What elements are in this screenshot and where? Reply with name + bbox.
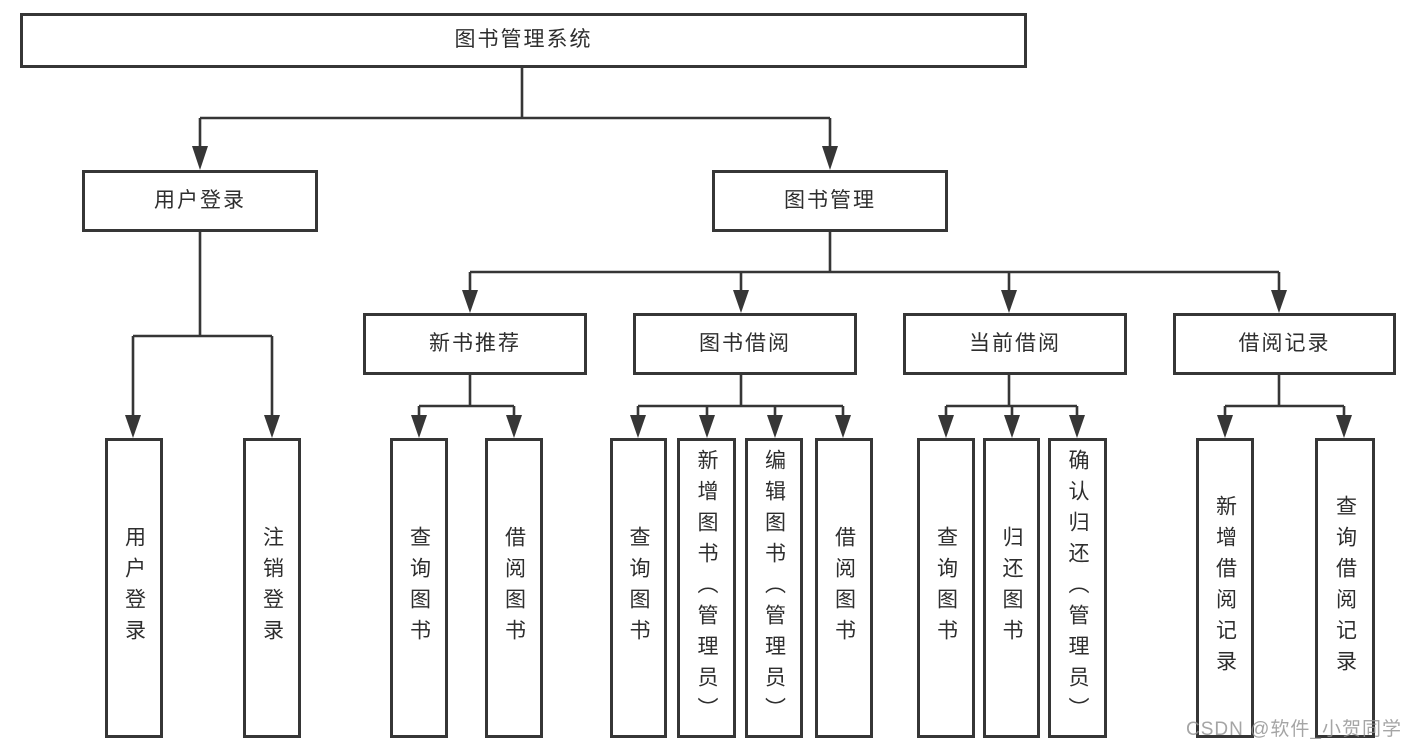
connector-path	[131, 68, 1346, 420]
node-label: 查询图书	[407, 526, 431, 650]
leaf-query-books-recommend: 查询图书	[390, 438, 448, 738]
node-label: 查询图书	[627, 526, 650, 650]
leaf-query-borrow-record: 查询借阅记录	[1315, 438, 1375, 738]
node-label: 图书借阅	[699, 331, 791, 355]
node-label: 图书管理	[784, 188, 876, 212]
node-library-system: 图书管理系统	[20, 13, 1027, 68]
leaf-logout: 注销登录	[243, 438, 301, 738]
node-label: 归还图书	[1000, 526, 1023, 650]
csdn-watermark: CSDN @软件_小贺同学	[1186, 719, 1402, 740]
leaf-borrow-books: 借阅图书	[815, 438, 873, 738]
node-label: 图书管理系统	[454, 28, 593, 52]
node-label: 借阅图书	[832, 526, 856, 650]
node-label: 用户登录	[122, 526, 146, 650]
node-borrowing-records: 借阅记录	[1173, 313, 1396, 375]
node-label: 借阅记录	[1238, 331, 1331, 355]
leaf-user-login: 用户登录	[105, 438, 163, 738]
leaf-return-book: 归还图书	[983, 438, 1040, 738]
node-label: 注销登录	[260, 526, 284, 650]
node-label: 用户登录	[154, 188, 246, 212]
node-label: 查询借阅记录	[1333, 495, 1357, 681]
leaf-edit-book-admin: 编辑图书（管理员）	[745, 438, 803, 738]
leaf-confirm-return-admin: 确认归还（管理员）	[1048, 438, 1107, 738]
node-label: 新书推荐	[429, 331, 521, 355]
node-label: 查询图书	[934, 526, 958, 650]
arrowheads	[125, 146, 1352, 438]
leaf-add-book-admin: 新增图书（管理员）	[677, 438, 736, 738]
leaf-borrow-books-recommend: 借阅图书	[485, 438, 543, 738]
node-label: 编辑图书（管理员）	[762, 448, 786, 728]
node-label: 新增图书（管理员）	[695, 448, 718, 728]
node-current-borrowing: 当前借阅	[903, 313, 1127, 375]
node-book-borrowing: 图书借阅	[633, 313, 857, 375]
node-user-login: 用户登录	[82, 170, 318, 232]
leaf-query-books-borrowing: 查询图书	[610, 438, 667, 738]
node-label: 借阅图书	[502, 526, 526, 650]
node-label: 确认归还（管理员）	[1066, 448, 1089, 728]
node-label: 当前借阅	[969, 331, 1061, 355]
leaf-add-borrow-record: 新增借阅记录	[1196, 438, 1254, 738]
node-new-book-recommendation: 新书推荐	[363, 313, 587, 375]
node-label: 新增借阅记录	[1213, 495, 1237, 681]
leaf-query-books-current: 查询图书	[917, 438, 975, 738]
node-book-management: 图书管理	[712, 170, 948, 232]
